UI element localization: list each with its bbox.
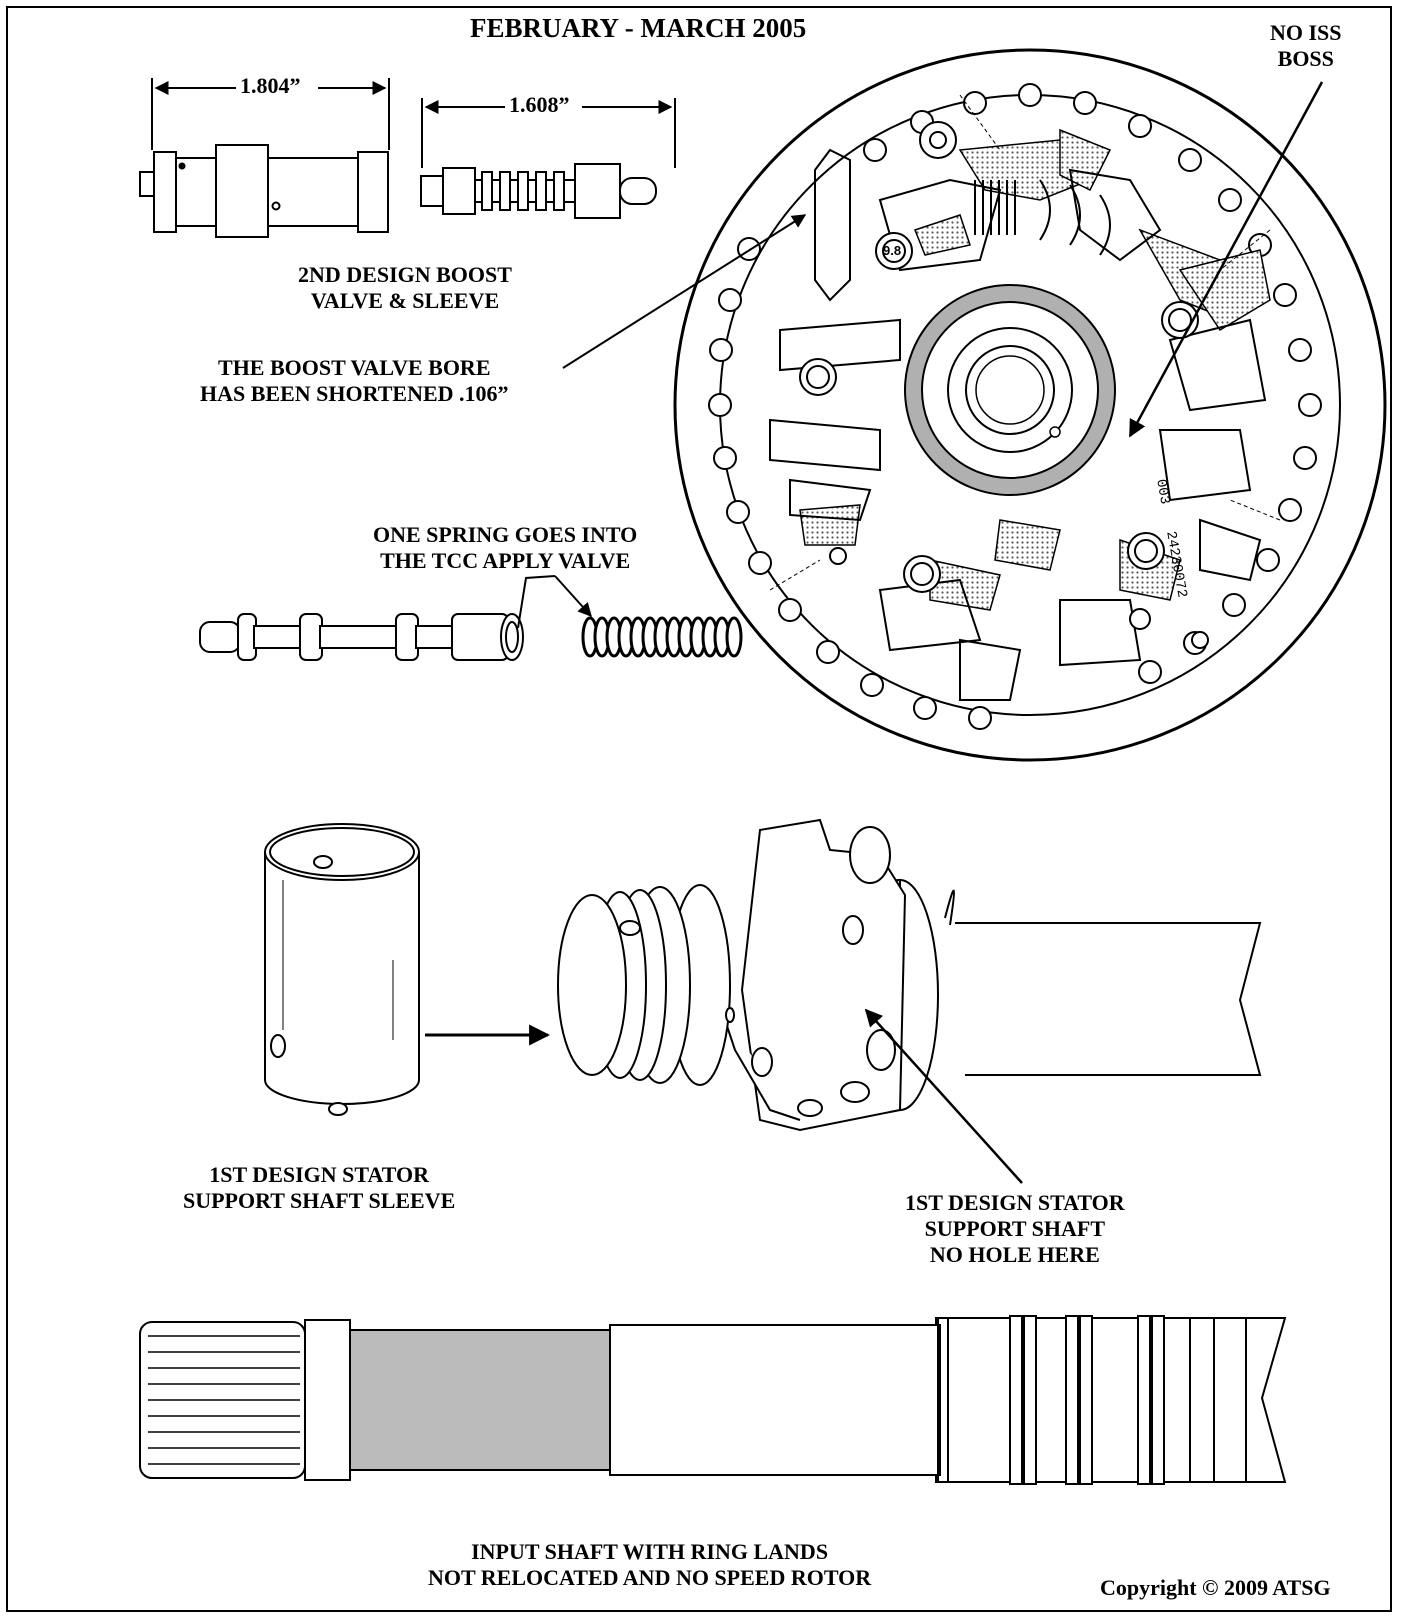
no-iss-callout-line	[1128, 81, 1324, 438]
sleeve-label-line-1: 1ST DESIGN STATOR	[209, 1162, 429, 1187]
stator-sleeve-drawing	[264, 823, 420, 1116]
no-iss-label: NO ISS BOSS	[1270, 20, 1342, 72]
bore-callout-line	[562, 214, 807, 369]
stator-support-shaft-drawing	[557, 818, 1262, 1132]
input-shaft-label-line-1: INPUT SHAFT WITH RING LANDS	[471, 1539, 829, 1564]
stator-label-line-1: 1ST DESIGN STATOR	[905, 1190, 1125, 1215]
boost-valve-label-line-2: VALVE & SLEEVE	[310, 288, 500, 313]
stator-callout-line	[864, 1008, 1023, 1184]
stator-label-line-2: SUPPORT SHAFT	[924, 1216, 1106, 1241]
no-iss-label-line-1: NO ISS	[1270, 20, 1342, 45]
no-iss-label-line-2: BOSS	[1277, 46, 1334, 71]
boost-valve-label-line-1: 2ND DESIGN BOOST	[298, 262, 512, 287]
stator-label-line-3: NO HOLE HERE	[929, 1242, 1100, 1267]
sleeve-label-line-2: SUPPORT SHAFT SLEEVE	[183, 1188, 456, 1213]
page-title: FEBRUARY - MARCH 2005	[470, 13, 807, 43]
spring-label-line-1: ONE SPRING GOES INTO	[373, 522, 638, 547]
spring-label-line-2: THE TCC APPLY VALVE	[380, 548, 631, 573]
valve-dimension-label: 1.608”	[505, 92, 574, 118]
boost-valve-label: 2ND DESIGN BOOST VALVE & SLEEVE	[298, 262, 512, 314]
sleeve-label: 1ST DESIGN STATOR SUPPORT SHAFT SLEEVE	[183, 1162, 455, 1214]
bore-label-line-2: HAS BEEN SHORTENED .106”	[200, 381, 509, 406]
spring-callout-arrow	[554, 575, 592, 618]
input-shaft-label-line-2: NOT RELOCATED AND NO SPEED ROTOR	[428, 1565, 872, 1590]
bolt-code-marking: 9.8	[883, 243, 902, 258]
tcc-apply-valve-drawing	[199, 613, 524, 661]
tcc-spring-drawing	[581, 616, 743, 658]
boost-sleeve-drawing	[139, 78, 390, 238]
boost-valve-drawing	[420, 98, 676, 219]
copyright-text: Copyright © 2009 ATSG	[1100, 1575, 1331, 1600]
input-shaft-drawing	[139, 1315, 1287, 1485]
sleeve-dimension-label: 1.804”	[236, 73, 305, 99]
stator-label: 1ST DESIGN STATOR SUPPORT SHAFT NO HOLE …	[905, 1190, 1125, 1268]
pump-body-drawing	[673, 48, 1387, 762]
page-border	[6, 6, 1392, 1612]
bore-label: THE BOOST VALVE BORE HAS BEEN SHORTENED …	[200, 355, 509, 407]
spring-label: ONE SPRING GOES INTO THE TCC APPLY VALVE	[373, 522, 637, 574]
bore-label-line-1: THE BOOST VALVE BORE	[218, 355, 491, 380]
input-shaft-label: INPUT SHAFT WITH RING LANDS NOT RELOCATE…	[428, 1539, 871, 1591]
spring-callout-line	[517, 575, 556, 629]
